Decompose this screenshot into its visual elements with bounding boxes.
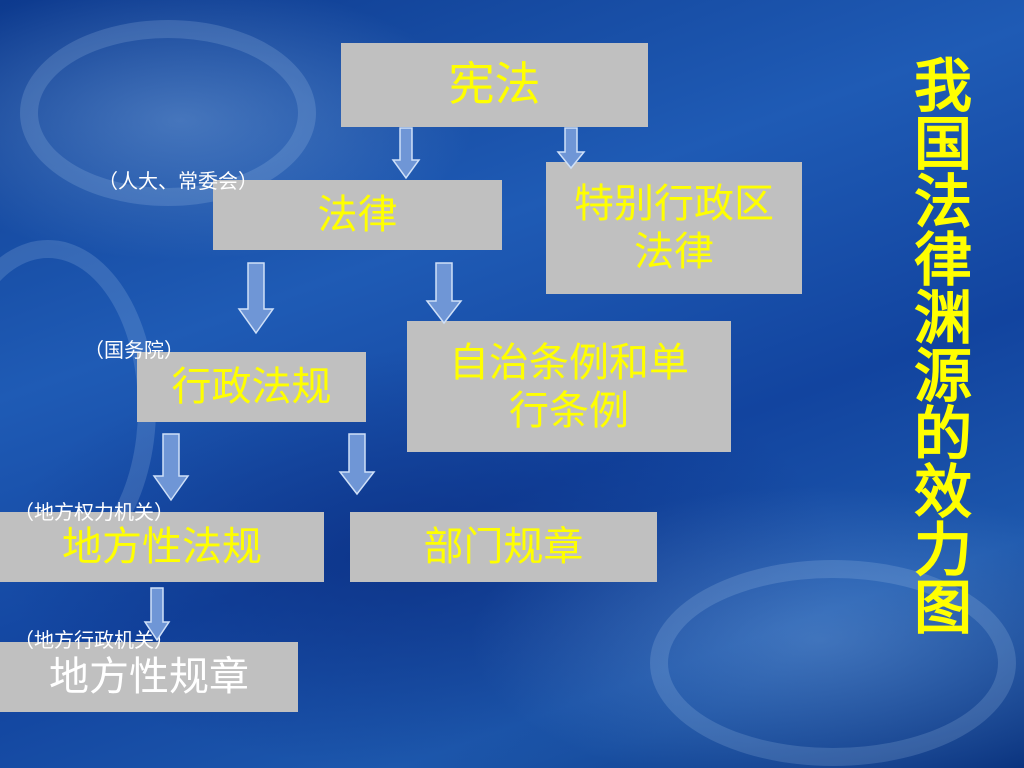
box-dept-rule: 部门规章: [350, 512, 657, 582]
diagram-title: 我国法律渊源的效力图: [904, 55, 972, 635]
box-local-regulation: 地方性法规: [0, 512, 324, 582]
note-npc: （人大、常委会）: [98, 169, 258, 193]
box-local-rule: 地方性规章: [0, 642, 298, 712]
box-constitution: 宪法: [341, 43, 648, 127]
box-sar-law: 特别行政区法律: [546, 162, 802, 294]
box-law: 法律: [213, 180, 502, 250]
down-arrow-icon: [143, 587, 171, 642]
down-arrow-icon: [338, 433, 376, 496]
down-arrow-icon: [152, 433, 190, 502]
down-arrow-icon: [425, 262, 463, 325]
note-state-council: （国务院）: [84, 338, 184, 362]
box-admin-regulation: 行政法规: [137, 352, 366, 422]
box-autonomous-regulation: 自治条例和单行条例: [407, 321, 731, 452]
down-arrow-icon: [391, 127, 421, 180]
down-arrow-icon: [556, 127, 586, 170]
down-arrow-icon: [237, 262, 275, 335]
note-local-power: （地方权力机关）: [14, 500, 174, 524]
note-local-admin: （地方行政机关）: [14, 628, 174, 652]
